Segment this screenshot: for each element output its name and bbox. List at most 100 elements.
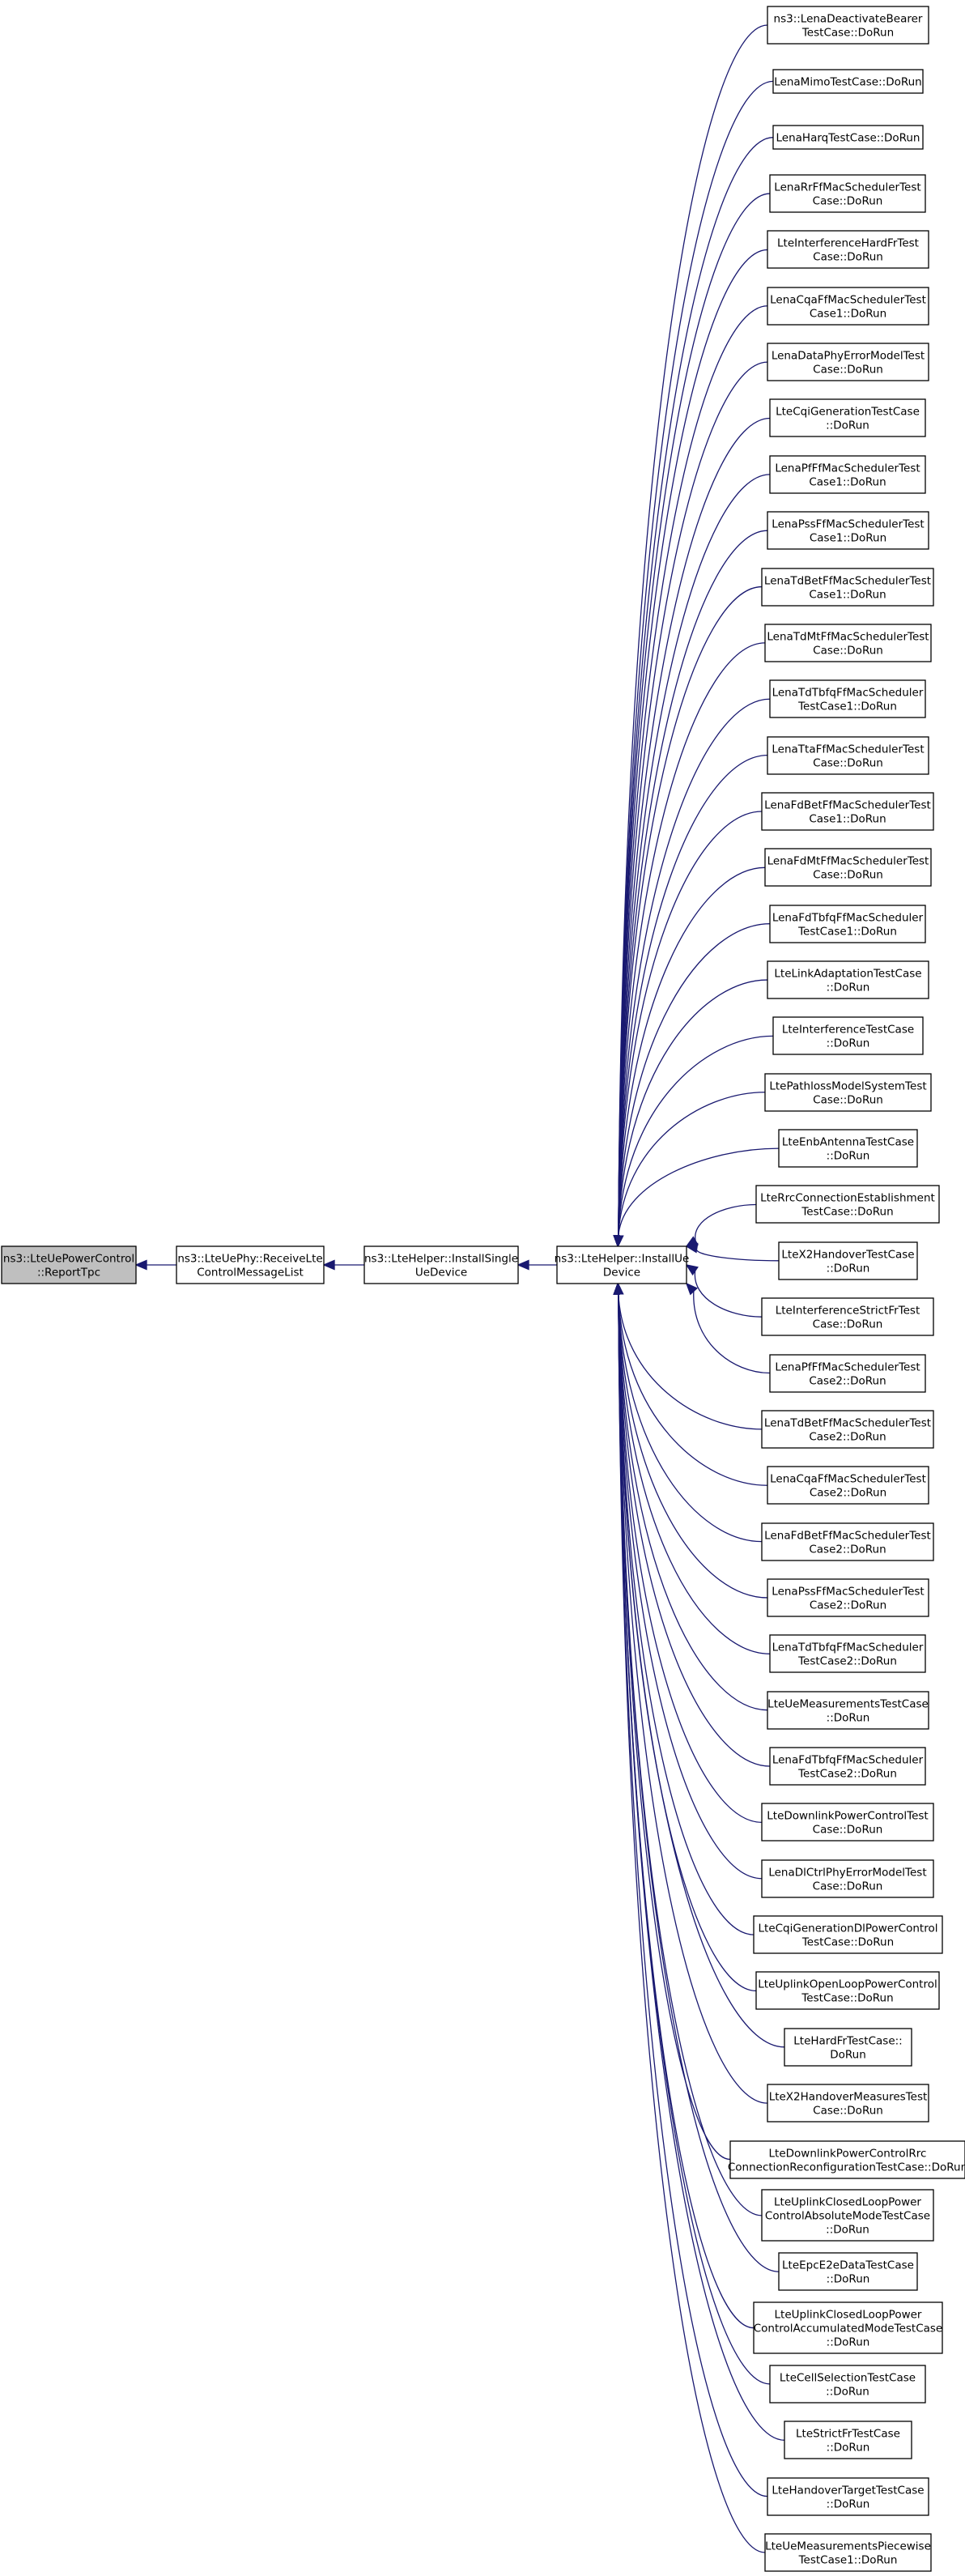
node-box bbox=[761, 1410, 934, 1449]
node-box bbox=[1, 1245, 137, 1284]
node-box bbox=[767, 1578, 929, 1617]
node-ltehandovertargettestcase-dorun[interactable]: LteHandoverTargetTestCase::DoRun bbox=[767, 2477, 929, 2516]
node-ltestrictfrtestcase-dorun[interactable]: LteStrictFrTestCase::DoRun bbox=[784, 2421, 912, 2459]
node-label-line: ns3::LteUePowerControl bbox=[3, 1253, 134, 1266]
edge-line bbox=[618, 1293, 768, 2104]
node-ltedownlinkpowercontrolrrcconnectionreconfigurationtestcase-dorun[interactable]: LteDownlinkPowerControlRrcConnectionReco… bbox=[728, 2140, 965, 2179]
node-label-line: ControlAbsoluteModeTestCase bbox=[765, 2210, 930, 2223]
node-label-line: Case1::DoRun bbox=[810, 532, 886, 545]
node-box bbox=[753, 1915, 943, 1954]
call-edge bbox=[613, 1282, 768, 1599]
node-label-line: ns3::LenaDeactivateBearer bbox=[774, 13, 923, 26]
node-label-line: LtePathlossModelSystemTest bbox=[769, 1080, 926, 1093]
node-label-line: LenaDlCtrlPhyErrorModelTest bbox=[768, 1867, 926, 1880]
node-box bbox=[767, 736, 929, 775]
node-label-line: ns3::LteUePhy::ReceiveLte bbox=[177, 1253, 322, 1266]
node-box bbox=[764, 848, 932, 887]
node-ltecellselectiontestcase-dorun[interactable]: LteCellSelectionTestCase::DoRun bbox=[769, 2365, 926, 2404]
edge-line bbox=[618, 305, 768, 1237]
edge-line bbox=[618, 249, 768, 1237]
node-label-line: LteStrictFrTestCase bbox=[796, 2428, 900, 2441]
node-ltecqigenerationtestcase-dorun[interactable]: LteCqiGenerationTestCase::DoRun bbox=[769, 398, 926, 437]
call-edge bbox=[685, 1282, 771, 1374]
node-box bbox=[769, 1634, 926, 1673]
node-lterrcconnectionestablishmenttestcase-dorun[interactable]: LteRrcConnectionEstablishmentTestCase::D… bbox=[755, 1185, 940, 1224]
edge-line bbox=[618, 1147, 780, 1237]
node-label-line: Case::DoRun bbox=[813, 2105, 883, 2118]
node-lteepce2edatatestcase-dorun[interactable]: LteEpcE2eDataTestCase::DoRun bbox=[778, 2252, 918, 2291]
edge-line bbox=[693, 1291, 771, 1374]
node-label-line: TestCase2::DoRun bbox=[797, 1768, 897, 1781]
node-label-line: TestCase1::DoRun bbox=[797, 926, 897, 939]
node-box bbox=[764, 2533, 932, 2572]
node-box bbox=[767, 6, 929, 45]
node-label-line: ns3::LteHelper::InstallSingle bbox=[364, 1253, 518, 1266]
node-label-line: Case::DoRun bbox=[813, 364, 883, 377]
node-lteuemeasurementspiecewisetestcase1-dorun[interactable]: LteUeMeasurementsPiecewiseTestCase1::DoR… bbox=[764, 2533, 932, 2572]
node-ns3-lteuephy-receiveltecontrolmessagelist[interactable]: ns3::LteUePhy::ReceiveLteControlMessageL… bbox=[176, 1245, 325, 1284]
call-edge bbox=[613, 979, 768, 1248]
node-label-line: LenaPssFfMacSchedulerTest bbox=[772, 1586, 924, 1599]
call-edge bbox=[322, 1259, 364, 1271]
node-lteinterferencetestcase-dorun[interactable]: LteInterferenceTestCase::DoRun bbox=[772, 1016, 924, 1055]
node-lteenbantennatestcase-dorun[interactable]: LteEnbAntennaTestCase::DoRun bbox=[778, 1129, 918, 1168]
node-box bbox=[784, 2421, 912, 2459]
node-box bbox=[769, 455, 926, 494]
node-ltecqigenerationdlpowercontroltestcase-dorun[interactable]: LteCqiGenerationDlPowerControlTestCase::… bbox=[753, 1915, 943, 1954]
edge-line bbox=[618, 1293, 766, 2553]
node-lteuplinkclosedlooppowercontrolaccumulatedmodetestcase-dorun[interactable]: LteUplinkClosedLoopPowerControlAccumulat… bbox=[753, 2301, 943, 2354]
node-lteuplinkclosedlooppowercontrolabsolutemodetestcase-dorun[interactable]: LteUplinkClosedLoopPowerControlAbsoluteM… bbox=[761, 2189, 934, 2242]
call-edge bbox=[685, 1242, 780, 1262]
node-label-line: LenaFdTbfqFfMacScheduler bbox=[772, 1754, 924, 1767]
node-label-line: LenaFdBetFfMacSchedulerTest bbox=[764, 799, 931, 812]
node-label-line: Case::DoRun bbox=[813, 757, 883, 770]
edge-line bbox=[618, 1293, 763, 1880]
node-ltehardfrtestcase-dorun[interactable]: LteHardFrTestCase::DoRun bbox=[784, 2028, 912, 2067]
node-lenamimotestcase-dorun[interactable]: LenaMimoTestCase::DoRun bbox=[772, 69, 924, 94]
node-label-line: TestCase::DoRun bbox=[801, 1992, 893, 2005]
node-lteuemeasurementstestcase-dorun[interactable]: LteUeMeasurementsTestCase::DoRun bbox=[767, 1691, 929, 1730]
edge-line bbox=[618, 80, 774, 1237]
node-box bbox=[767, 2084, 929, 2123]
node-label-line: TestCase::DoRun bbox=[801, 1936, 894, 1949]
call-edge bbox=[613, 1282, 771, 1654]
node-ltex2handovertestcase-dorun[interactable]: LteX2HandoverTestCase::DoRun bbox=[778, 1241, 918, 1280]
node-ltelinkadaptationtestcase-dorun[interactable]: LteLinkAdaptationTestCase::DoRun bbox=[767, 960, 929, 999]
node-label-line: LteUeMeasurementsTestCase bbox=[767, 1698, 929, 1711]
node-lteuplinkopenlooppowercontroltestcase-dorun[interactable]: LteUplinkOpenLoopPowerControlTestCase::D… bbox=[755, 1971, 940, 2010]
edge-line bbox=[618, 137, 774, 1237]
call-edge bbox=[613, 1282, 768, 1486]
node-ns3-lteuepowercontrol-reporttpc[interactable]: ns3::LteUePowerControl::ReportTpc bbox=[1, 1245, 137, 1284]
call-edge bbox=[613, 1035, 774, 1248]
node-box bbox=[769, 2365, 926, 2404]
node-lenaharqtestcase-dorun[interactable]: LenaHarqTestCase::DoRun bbox=[772, 125, 924, 150]
